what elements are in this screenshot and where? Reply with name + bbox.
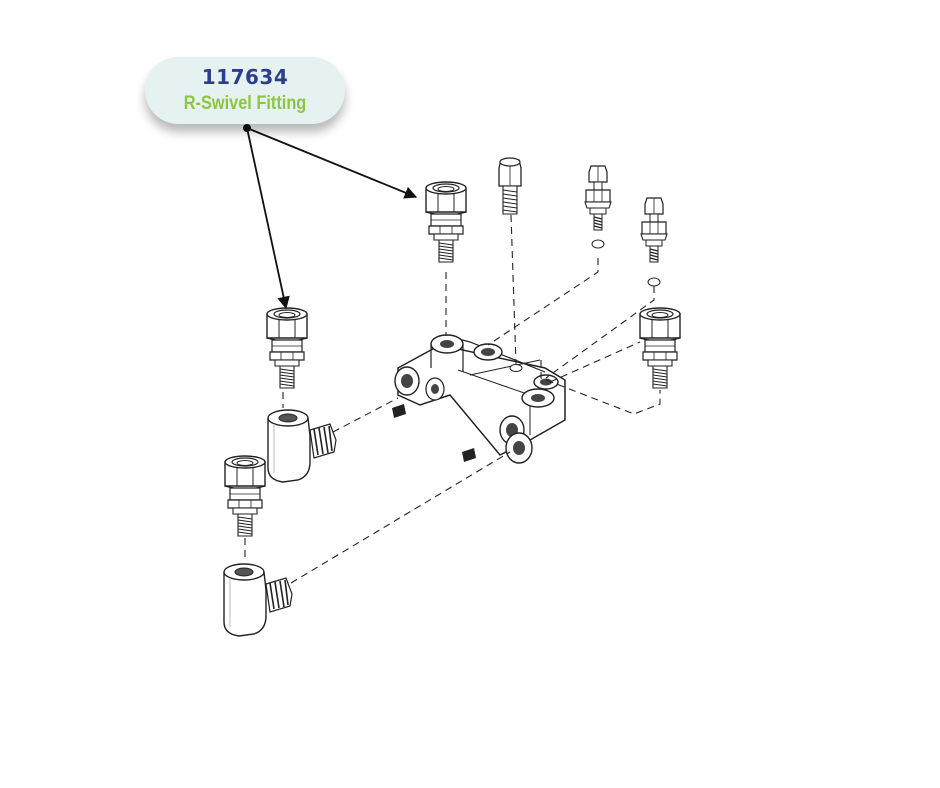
plug-bolt [498, 157, 522, 215]
manifold-block [394, 334, 566, 464]
part-name: R-Swivel Fitting [183, 93, 307, 114]
needle-valve-2 [640, 197, 668, 263]
part-callout-bubble: 117634 R-Swivel Fitting [145, 57, 345, 124]
swivel-fitting-top [425, 181, 467, 263]
elbow-fitting-lower [223, 563, 293, 637]
swivel-fitting-right [639, 307, 681, 389]
needle-valve-1 [584, 165, 612, 231]
swivel-fitting-left-upper [266, 307, 308, 389]
callout-pointer-arrows [243, 124, 418, 310]
assembly-dashed-lines [244, 214, 661, 584]
elbow-fitting-upper [267, 409, 337, 483]
set-screw [392, 404, 476, 462]
swivel-fitting-left-lower [224, 455, 266, 537]
part-number: 117634 [201, 65, 289, 89]
